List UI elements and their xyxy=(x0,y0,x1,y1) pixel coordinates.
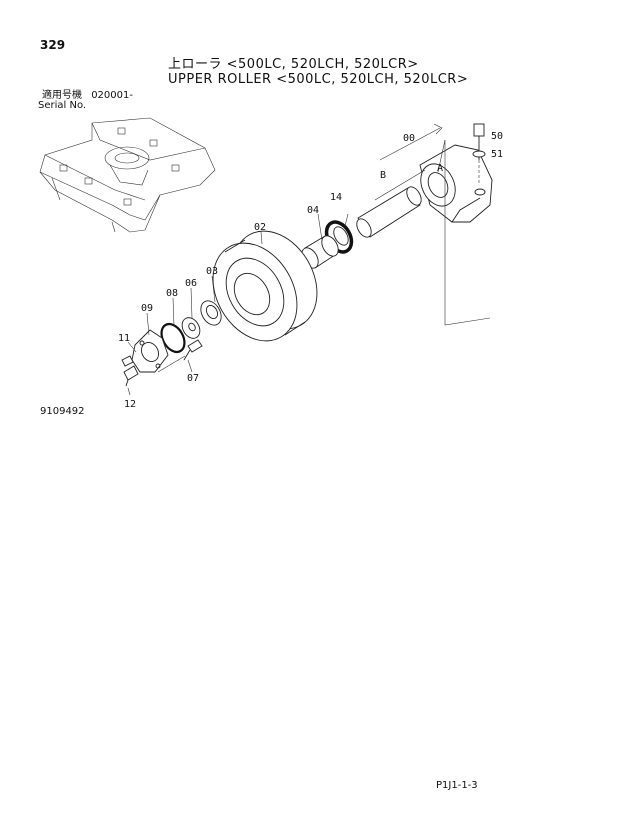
title-english: UPPER ROLLER <500LC, 520LCH, 520LCR> xyxy=(168,72,469,87)
callout-04: 04 xyxy=(307,205,320,216)
bolt-and-washer xyxy=(472,123,486,185)
oil-seal xyxy=(200,300,222,326)
callout-50: 50 xyxy=(491,131,504,142)
page-reference: P1J1-1-3 xyxy=(436,780,478,791)
plugs xyxy=(121,355,139,387)
callout-06: 06 xyxy=(185,278,198,289)
callout-02: 02 xyxy=(254,222,267,233)
callout-07: 07 xyxy=(187,373,200,384)
callout-12: 12 xyxy=(124,399,137,410)
callout-14: 14 xyxy=(330,192,343,203)
callout-00: 00 xyxy=(403,133,416,144)
upper-roller xyxy=(212,230,318,342)
callout-b: B xyxy=(380,170,387,181)
roller-bracket xyxy=(419,144,493,223)
callout-08: 08 xyxy=(166,288,179,299)
serial-label: Serial No. xyxy=(38,100,87,111)
callout-51: 51 xyxy=(491,149,504,160)
applicable-label-jp: 適用号機 xyxy=(42,90,82,101)
o-ring xyxy=(160,322,186,354)
callout-a: A xyxy=(437,163,444,174)
page-number: 329 xyxy=(40,38,66,52)
title-japanese: 上ローラ <500LC, 520LCH, 520LCR> xyxy=(168,57,419,72)
roller-shaft xyxy=(356,186,422,238)
serial-range: 020001- xyxy=(91,90,133,101)
callout-03: 03 xyxy=(206,266,219,277)
track-frame-illustration xyxy=(39,117,216,233)
cover-bolt xyxy=(183,339,203,361)
assembly-lines xyxy=(127,123,491,396)
callout-11: 11 xyxy=(118,333,131,344)
applicable-label: 適用号機 020001- xyxy=(42,90,133,101)
callout-09: 09 xyxy=(141,303,154,314)
drawing-number: 9109492 xyxy=(40,406,85,417)
thrust-plate xyxy=(181,317,201,339)
